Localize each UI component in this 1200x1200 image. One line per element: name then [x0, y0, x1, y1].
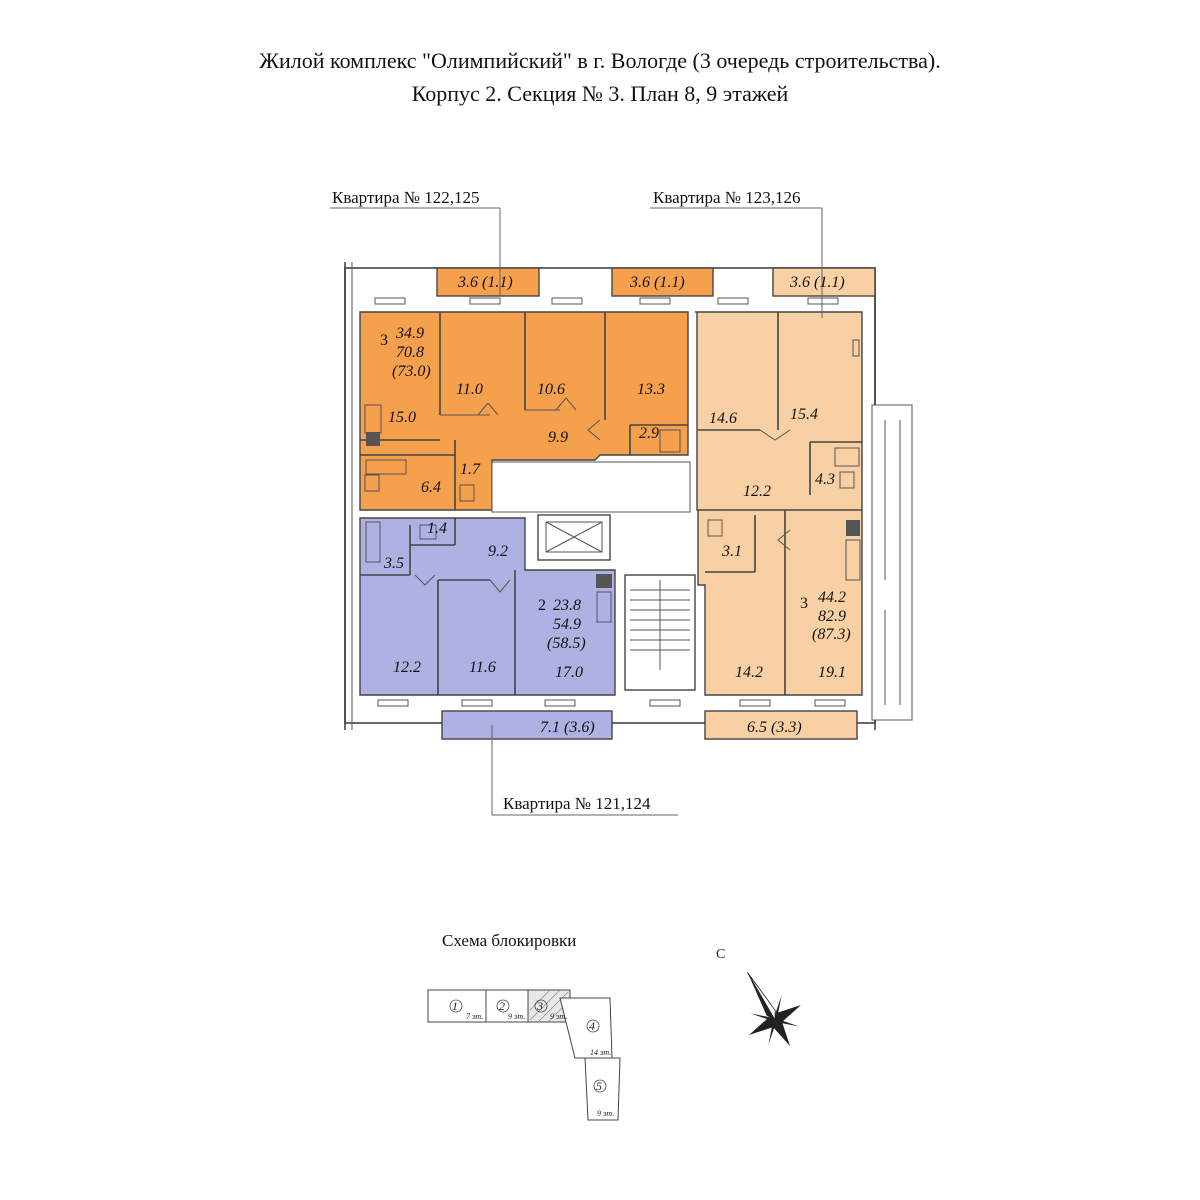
balcony-122-125-a [436, 267, 540, 297]
windows [374, 297, 846, 707]
balcony-122-125-b-fill [611, 267, 714, 297]
rooms-count-122-125: 3 [380, 332, 388, 349]
balcony-123-126-b [704, 710, 858, 740]
section-3-floors: 9 эт. [550, 1012, 567, 1021]
section-1-num: 1 [452, 999, 458, 1013]
apartment-121-124-fill [359, 517, 616, 696]
rooms-count-121-124: 2 [538, 597, 546, 614]
section-2-num: 2 [499, 999, 505, 1013]
common-area [491, 461, 696, 691]
total-with-balcony-121-124: (58.5) [547, 635, 586, 652]
balcony-123-126-a [772, 267, 876, 297]
room-area: 14.6 [709, 410, 737, 427]
section-4-floors: 14 эт. [590, 1048, 611, 1057]
plan-title: Жилой комплекс "Олимпийский" в г. Вологд… [259, 48, 941, 73]
balcony-122-125-b [611, 267, 714, 297]
room-area: 17.0 [555, 664, 583, 681]
section-5 [584, 1057, 621, 1121]
room-area: 1.4 [427, 520, 447, 537]
room-area: 9.2 [488, 543, 508, 560]
section-5-num: 5 [596, 1079, 602, 1093]
total-area-122-125: 70.8 [396, 344, 424, 361]
room-area: 14.2 [735, 664, 763, 681]
apartment-123-126-title: Квартира № 123,126 [653, 188, 801, 207]
section-1 [427, 989, 487, 1023]
room-area: 13.3 [637, 381, 665, 398]
apartment-121-124 [359, 517, 616, 696]
compass-north-label: С [716, 947, 725, 962]
section-4-num: 4 [589, 1019, 595, 1033]
living-area-121-124: 23.8 [553, 597, 581, 614]
room-area: 9.9 [548, 429, 568, 446]
balcony-area-122-125-a: 3.6 (1.1) [457, 274, 513, 291]
balcony-area-123-126-a: 3.6 (1.1) [789, 274, 845, 291]
room-area: 19.1 [818, 664, 846, 681]
balcony-122-125-a-fill [436, 267, 540, 297]
room-area: 15.0 [388, 409, 416, 426]
balcony-123-126-a-fill [772, 267, 876, 297]
apartment-123-126-fill [695, 311, 863, 696]
balcony-area-123-126-b: 6.5 (3.3) [747, 719, 802, 736]
room-area: 11.6 [469, 659, 496, 676]
balcony-area-121-124: 7.1 (3.6) [540, 719, 595, 736]
room-area: 4.3 [815, 471, 835, 488]
section-5-floors: 9 эт. [597, 1109, 614, 1118]
room-area: 3.5 [383, 555, 404, 572]
room-area: 1.7 [460, 461, 481, 478]
section-3-num: 3 [536, 999, 543, 1013]
section-2 [485, 989, 529, 1023]
apartment-123-126 [695, 311, 863, 696]
room-area: 15.4 [790, 406, 818, 423]
room-area: 12.2 [743, 483, 771, 500]
total-with-balcony-123-126: (87.3) [812, 626, 851, 643]
apartment-121-124-title: Квартира № 121,124 [503, 794, 651, 813]
apartment-label-122-125: Квартира № 122,125 [330, 188, 501, 295]
room-area: 2.9 [639, 425, 659, 442]
compass-icon [747, 972, 801, 1046]
room-area: 11.0 [456, 381, 483, 398]
section-1-floors: 7 эт. [466, 1012, 483, 1021]
section-2-floors: 9 эт. [508, 1012, 525, 1021]
apartment-122-125-fill [359, 311, 689, 511]
room-area: 10.6 [537, 381, 565, 398]
balcony-area-122-125-b: 3.6 (1.1) [629, 274, 685, 291]
living-area-122-125: 34.9 [395, 325, 424, 342]
rooms-count-123-126: 3 [800, 595, 808, 612]
balcony-123-126-b-fill [704, 710, 858, 740]
apartment-122-125-title: Квартира № 122,125 [332, 188, 480, 207]
total-with-balcony-122-125: (73.0) [392, 363, 431, 380]
balcony-121-124 [441, 710, 613, 740]
room-area: 3.1 [721, 543, 742, 560]
balcony-121-124-fill [441, 710, 613, 740]
block-scheme-title: Схема блокировки [442, 931, 576, 950]
total-area-121-124: 54.9 [553, 616, 581, 633]
room-area: 6.4 [421, 479, 441, 496]
apartment-label-123-126: Квартира № 123,126 [650, 188, 823, 318]
living-area-123-126: 44.2 [818, 589, 846, 606]
block-scheme: Схема блокировки 1 2 3 4 5 7 эт. 9 эт. 9… [427, 931, 621, 1121]
apartment-122-125 [359, 311, 689, 511]
apartment-label-121-124: Квартира № 121,124 [491, 725, 678, 816]
room-area: 12.2 [393, 659, 421, 676]
total-area-123-126: 82.9 [818, 608, 846, 625]
plan-subtitle: Корпус 2. Секция № 3. План 8, 9 этажей [411, 81, 789, 106]
